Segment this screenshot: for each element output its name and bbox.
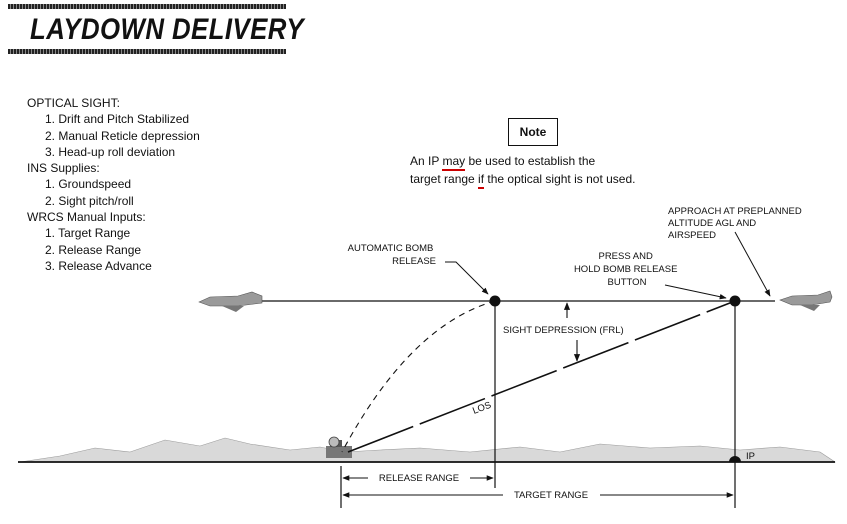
aircraft-right-icon	[779, 290, 833, 311]
spec-item: 2. Manual Reticle depression	[45, 128, 200, 143]
spec-item: 2. Sight pitch/roll	[45, 193, 134, 208]
note-emphasis-if: if	[478, 172, 485, 186]
system-specs: OPTICAL SIGHT: 1. Drift and Pitch Stabil…	[27, 95, 200, 274]
approach-leader	[734, 231, 771, 297]
terrain-mountains	[19, 437, 836, 463]
header-banner: LAYDOWN DELIVERY	[8, 4, 304, 56]
note-text: the optical sight is not used.	[484, 172, 636, 186]
spec-item: 1. Drift and Pitch Stabilized	[45, 112, 190, 127]
target-range-label: TARGET RANGE	[514, 490, 588, 501]
auto-release-leader	[445, 261, 489, 295]
spec-heading-wrcs: WRCS Manual Inputs:	[27, 210, 146, 225]
note-emphasis-may: may	[442, 154, 466, 168]
bomb-trajectory	[341, 300, 496, 453]
spec-item: 1. Target Range	[45, 226, 131, 241]
note-text: be used to establish the	[465, 154, 596, 168]
aircraft-left-icon	[198, 291, 263, 312]
ip-label: IP	[746, 451, 755, 462]
release-point-marker	[489, 295, 501, 307]
note-line-1: An IP may be used to establish the	[410, 154, 595, 168]
target-icon	[326, 436, 352, 458]
spec-item: 3. Release Advance	[45, 258, 152, 273]
release-range-label: RELEASE RANGE	[379, 473, 459, 484]
auto-release-label: AUTOMATIC BOMB RELEASE	[348, 243, 436, 267]
press-hold-leader	[664, 284, 727, 300]
header-rule-bottom	[8, 49, 286, 54]
los-line	[347, 300, 736, 453]
ip-marker	[729, 456, 741, 462]
button-press-marker	[729, 295, 741, 307]
approach-label: APPROACH AT PREPLANNED ALTITUDE AGL AND …	[668, 206, 804, 241]
note-label: Note	[508, 118, 558, 146]
note-line-2: target range if the optical sight is not…	[410, 172, 635, 186]
spec-item: 1. Groundspeed	[45, 177, 132, 192]
note-text: An IP	[410, 154, 443, 168]
sight-depression-label: SIGHT DEPRESSION (FRL)	[503, 325, 624, 336]
page-title: LAYDOWN DELIVERY	[30, 13, 304, 46]
note-text: target range	[410, 172, 479, 186]
spec-heading-ins: INS Supplies:	[27, 161, 100, 176]
spec-item: 2. Release Range	[45, 242, 142, 257]
header-rule-top	[8, 4, 286, 9]
press-hold-label: PRESS AND HOLD BOMB RELEASE BUTTON	[574, 251, 680, 288]
spec-item: 3. Head-up roll deviation	[45, 144, 176, 159]
spec-heading-optical-sight: OPTICAL SIGHT:	[27, 96, 120, 110]
